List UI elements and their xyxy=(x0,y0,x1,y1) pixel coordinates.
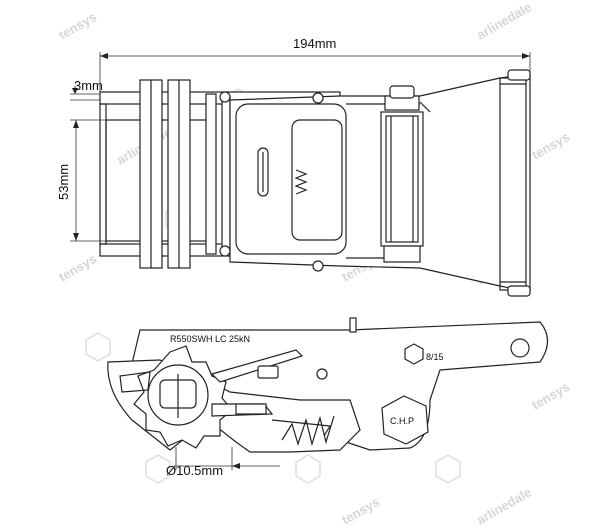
brand-logo: 8/15 xyxy=(404,343,444,365)
watermark-tensys-5: tensys xyxy=(529,129,572,163)
ratchet-wheel xyxy=(119,345,233,449)
width-dimension-label: 53mm xyxy=(56,164,71,200)
diameter-dimension-label: Ø10.5mm xyxy=(166,463,223,478)
handle-body xyxy=(229,69,531,297)
thickness-dimension-label: 3mm xyxy=(74,78,103,93)
watermark-arlinedale-3: arlinedale xyxy=(474,0,534,43)
watermark-arlinedale-6: arlinedale xyxy=(474,484,534,527)
lower-pawl xyxy=(211,403,331,437)
watermark-tensys-1: tensys xyxy=(56,9,99,43)
model-label: R550SWH LC 25kN xyxy=(170,334,250,344)
end-hole xyxy=(510,338,530,358)
hex-nut: C.H.P xyxy=(381,395,429,445)
watermark-tensys-2: tensys xyxy=(56,251,99,285)
width-dimension: 53mm xyxy=(56,119,110,242)
watermark-tensys-6: tensys xyxy=(529,379,572,413)
upper-pawl xyxy=(210,349,304,383)
top-view: 194mm 3mm 53mm xyxy=(56,36,531,297)
side-screw xyxy=(316,368,328,380)
side-view: C.H.P 8/15 R550SWH LC 25kN Ø10.5mm xyxy=(107,317,549,478)
hex-nut-label: C.H.P xyxy=(390,416,414,426)
watermark-tensys-4: tensys xyxy=(339,494,382,528)
date-code: 8/15 xyxy=(426,352,444,362)
diameter-dimension: Ø10.5mm xyxy=(166,447,280,478)
length-dimension: 194mm xyxy=(99,36,531,100)
pawl-spring xyxy=(281,415,335,447)
length-dimension-label: 194mm xyxy=(293,36,336,51)
release-shaft xyxy=(380,85,431,263)
